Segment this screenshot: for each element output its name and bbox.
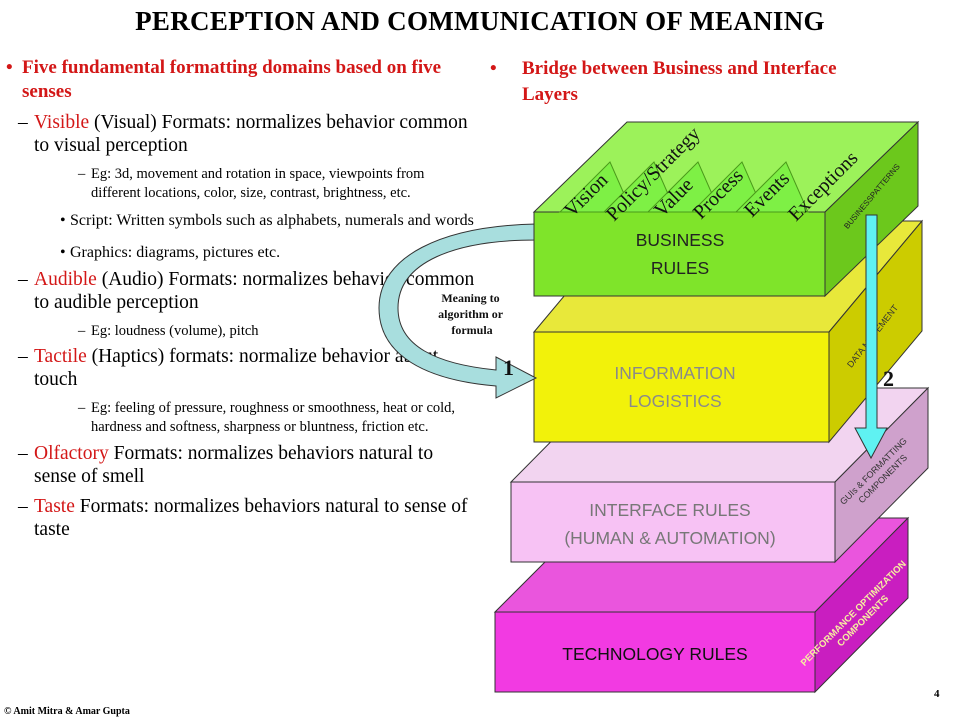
tab-shape-process — [690, 161, 765, 213]
tactile-desc: (Haptics) formats: normalize behavior ab… — [34, 346, 439, 390]
interface-front-face — [510, 481, 836, 563]
technology-layer: TECHNOLOGY RULES PERFORMANCE OPTIMIZATIO… — [493, 516, 910, 694]
curved-arrow-line3: formula — [451, 323, 492, 337]
tactile-example-text: Eg: feeling of pressure, roughness or sm… — [91, 400, 456, 435]
curved-arrow-body — [378, 223, 538, 399]
technology-front-label: TECHNOLOGY RULES — [562, 644, 747, 664]
business-layer: Vision Policy/Strategy Value Process Eve… — [532, 120, 920, 298]
interface-front-line2: (HUMAN & AUTOMATION) — [564, 528, 775, 548]
interface-layer: INTERFACE RULES (HUMAN & AUTOMATION) GUI… — [509, 386, 930, 564]
curved-arrow-line1: Meaning to — [441, 291, 499, 305]
bridge-heading: •Bridge between Business and Interface L… — [490, 56, 870, 108]
visible-example-text: Eg: 3d, movement and rotation in space, … — [91, 166, 425, 201]
marker-1: 1 — [503, 355, 514, 380]
curved-arrow-label: Meaning to algorithm or formula — [438, 291, 506, 337]
visible-item: –Visible (Visual) Formats: normalizes be… — [18, 112, 468, 156]
business-front-line2: RULES — [651, 258, 709, 278]
page-title: PERCEPTION AND COMMUNICATION OF MEANING — [135, 6, 825, 36]
taste-item: –Taste Formats: normalizes behaviors nat… — [18, 496, 468, 540]
information-front-line1: INFORMATION — [614, 363, 735, 383]
audible-example-text: Eg: loudness (volume), pitch — [91, 323, 259, 339]
audible-example: –Eg: loudness (volume), pitch — [78, 323, 259, 339]
tab-shape-events — [734, 161, 809, 213]
senses-outline: •Five fundamental formatting domains bas… — [6, 56, 476, 541]
information-front-line2: LOGISTICS — [628, 391, 721, 411]
technology-front-face — [494, 611, 816, 693]
tactile-term: Tactile — [34, 346, 87, 367]
information-front-face — [533, 331, 830, 443]
taste-term: Taste — [34, 496, 75, 517]
visible-example: –Eg: 3d, movement and rotation in space,… — [78, 166, 425, 201]
olfactory-term: Olfactory — [34, 443, 109, 464]
page-number: 4 — [934, 688, 940, 700]
olfactory-desc: Formats: normalizes behaviors natural to… — [34, 443, 434, 487]
tab-shape-vision — [558, 161, 633, 213]
graphics-bullet-text: Graphics: diagrams, pictures etc. — [70, 244, 281, 261]
curved-arrow-line2: algorithm or — [438, 307, 504, 321]
business-front-line1: BUSINESS — [636, 230, 725, 250]
audible-desc: (Audio) Formats: normalizes behavior com… — [34, 269, 475, 313]
script-bullet-text: Script: Written symbols such as alphabet… — [70, 212, 474, 229]
visible-term: Visible — [34, 112, 90, 133]
vertical-arrow-body — [854, 214, 888, 460]
audible-term: Audible — [34, 269, 97, 290]
tab-shape-policy — [602, 161, 677, 213]
vertical-arrow — [854, 214, 888, 460]
visible-desc: (Visual) Formats: normalizes behavior co… — [34, 112, 468, 156]
audible-item: –Audible (Audio) Formats: normalizes beh… — [18, 269, 475, 313]
copyright: © Amit Mitra & Amar Gupta — [4, 706, 130, 717]
meaning-curved-arrow: Meaning to algorithm or formula — [378, 223, 538, 399]
marker-2: 2 — [883, 366, 894, 391]
tactile-item: –Tactile (Haptics) formats: normalize be… — [18, 346, 439, 390]
script-bullet: •Script: Written symbols such as alphabe… — [60, 212, 474, 229]
bridge-heading-text: Bridge between Business and Interface La… — [522, 58, 837, 105]
interface-front-line1: INTERFACE RULES — [589, 500, 750, 520]
business-front-face — [533, 211, 826, 297]
business-tabs — [558, 161, 809, 213]
taste-desc: Formats: normalizes behaviors natural to… — [34, 496, 468, 540]
tactile-example: –Eg: feeling of pressure, roughness or s… — [78, 400, 456, 435]
outline-heading: •Five fundamental formatting domains bas… — [6, 57, 442, 102]
olfactory-item: –Olfactory Formats: normalizes behaviors… — [18, 443, 434, 487]
tab-shape-value — [646, 161, 721, 213]
outline-heading-text: Five fundamental formatting domains base… — [22, 57, 442, 102]
graphics-bullet: •Graphics: diagrams, pictures etc. — [60, 244, 281, 261]
